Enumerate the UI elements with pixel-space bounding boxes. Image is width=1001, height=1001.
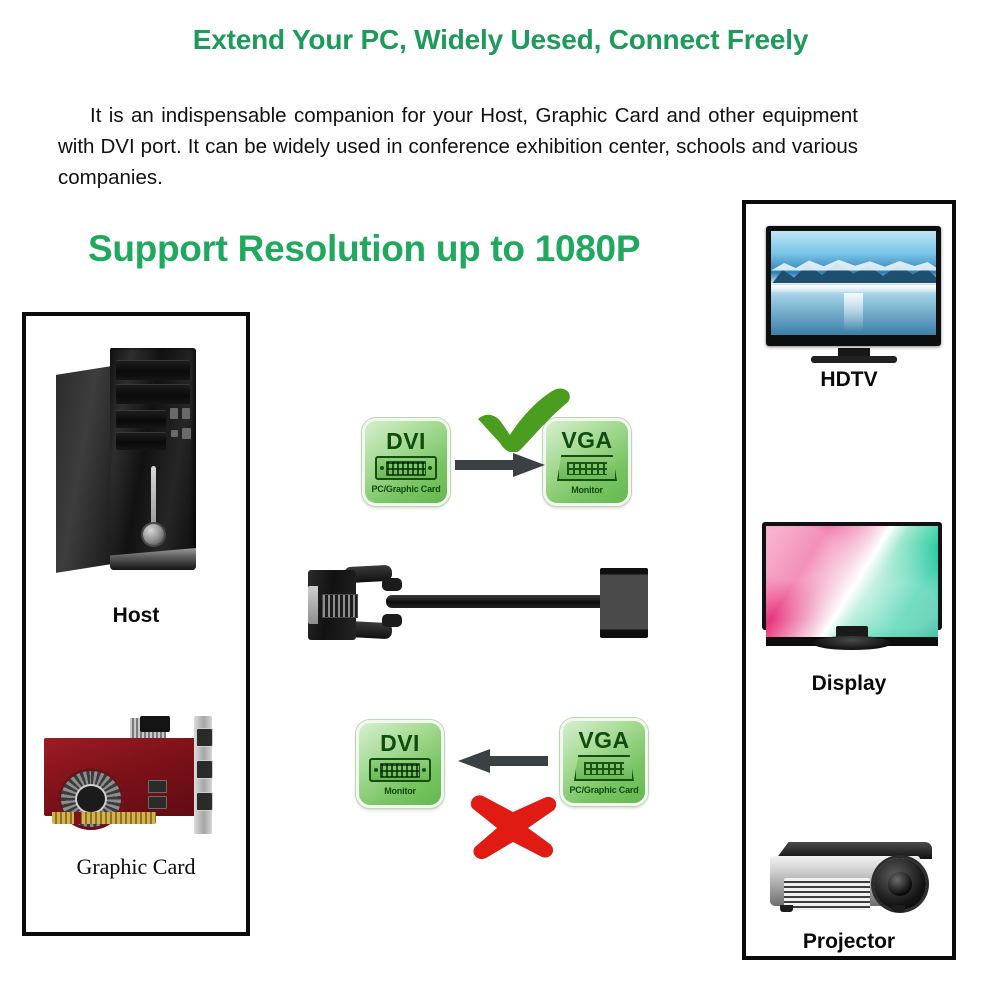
vga-target-sub: Monitor <box>571 485 603 495</box>
dvi-male-connector <box>308 570 358 640</box>
vga-port-icon <box>557 455 617 481</box>
output-devices-panel: HDTV Display Projector <box>742 200 956 960</box>
monitor-stand-base <box>812 636 892 650</box>
projector-lens <box>888 872 912 896</box>
tower-button-cluster <box>170 408 192 450</box>
card-chip <box>148 796 167 809</box>
dvi-target-sub: Monitor <box>384 786 416 796</box>
tv-stand-neck <box>837 348 870 357</box>
thumbscrew-tip-top <box>382 578 402 591</box>
dvi-port-icon <box>375 456 437 480</box>
monitor-icon <box>762 522 942 650</box>
monitor-screen <box>766 526 938 637</box>
tower-accent-strip <box>151 466 156 528</box>
hdtv-label: HDTV <box>820 368 878 391</box>
dvi-pin-grid <box>380 762 420 778</box>
vga-target-tile: VGA Monitor <box>543 418 631 506</box>
water-reflection-graphic <box>843 293 864 331</box>
projector-icon <box>770 842 938 922</box>
dvi-connector-pins <box>322 594 358 618</box>
projector-foot <box>892 905 905 912</box>
card-video-port <box>196 760 213 779</box>
dvi-source-title: DVI <box>386 428 426 454</box>
pc-tower-icon <box>56 340 206 573</box>
dvi-pin-grid <box>386 460 426 476</box>
wallpaper-swirl-graphic <box>766 526 938 637</box>
projector-top-shell <box>776 842 932 859</box>
cross-mark-icon <box>466 792 562 860</box>
source-devices-panel: Host Graphic Card <box>22 312 250 936</box>
vga-target-title: VGA <box>561 427 613 453</box>
dvi-target-tile: DVI Monitor <box>356 720 444 808</box>
host-label: Host <box>112 604 160 627</box>
tower-side-face <box>56 366 112 573</box>
dvi-source-tile: DVI PC/Graphic Card <box>362 418 450 506</box>
pcie-notch <box>74 812 81 824</box>
drive-bay <box>116 432 166 450</box>
power-button-icon <box>143 524 164 545</box>
card-video-port <box>196 728 213 747</box>
dvi-connector-shield <box>308 586 318 624</box>
description-paragraph: It is an indispensable companion for you… <box>58 104 858 189</box>
hdtv-icon <box>766 226 941 363</box>
thumbscrew-tip-bottom <box>382 614 402 627</box>
mist-band-graphic <box>771 283 936 293</box>
display-label: Display <box>811 672 887 695</box>
arrow-left-icon <box>458 748 548 774</box>
drive-bay <box>116 410 166 428</box>
card-video-port <box>196 792 213 811</box>
card-pcb <box>44 738 210 830</box>
drive-bay <box>116 384 190 404</box>
resolution-subheading: Support Resolution up to 1080P <box>88 228 641 269</box>
vga-source-tile: VGA PC/Graphic Card <box>560 718 648 806</box>
vga-source-title: VGA <box>578 727 630 753</box>
pcie-gold-fingers <box>52 812 156 824</box>
dvi-source-sub: PC/Graphic Card <box>371 484 441 494</box>
mountain-range-graphic <box>771 262 936 286</box>
drive-bay <box>116 360 190 380</box>
card-chip <box>148 780 167 793</box>
vga-source-sub: PC/Graphic Card <box>569 785 639 795</box>
check-mark-icon <box>470 386 578 452</box>
snow-caps-graphic <box>771 259 936 271</box>
dvi-target-title: DVI <box>380 730 420 756</box>
arrow-right-icon <box>455 452 545 478</box>
graphic-card-label: Graphic Card <box>76 854 196 879</box>
card-fan-hub <box>77 786 105 812</box>
tv-screen <box>771 231 936 335</box>
dvi-to-vga-adapter-cable <box>300 558 650 648</box>
vga-pin-grid <box>584 761 624 775</box>
page-headline: Extend Your PC, Widely Uesed, Connect Fr… <box>192 24 809 55</box>
projector-vents <box>784 878 870 910</box>
vga-pin-grid <box>567 461 607 475</box>
projector-label: Projector <box>802 930 896 953</box>
tv-stand-base <box>810 356 897 363</box>
vga-female-connector <box>600 568 648 638</box>
vga-port-icon <box>574 755 634 781</box>
tower-front-face <box>110 348 196 570</box>
card-connector-block <box>140 716 170 732</box>
graphics-card-icon <box>44 716 234 836</box>
adapter-cable-body <box>386 595 608 608</box>
projector-foot <box>780 905 793 912</box>
dvi-port-icon <box>369 758 431 782</box>
